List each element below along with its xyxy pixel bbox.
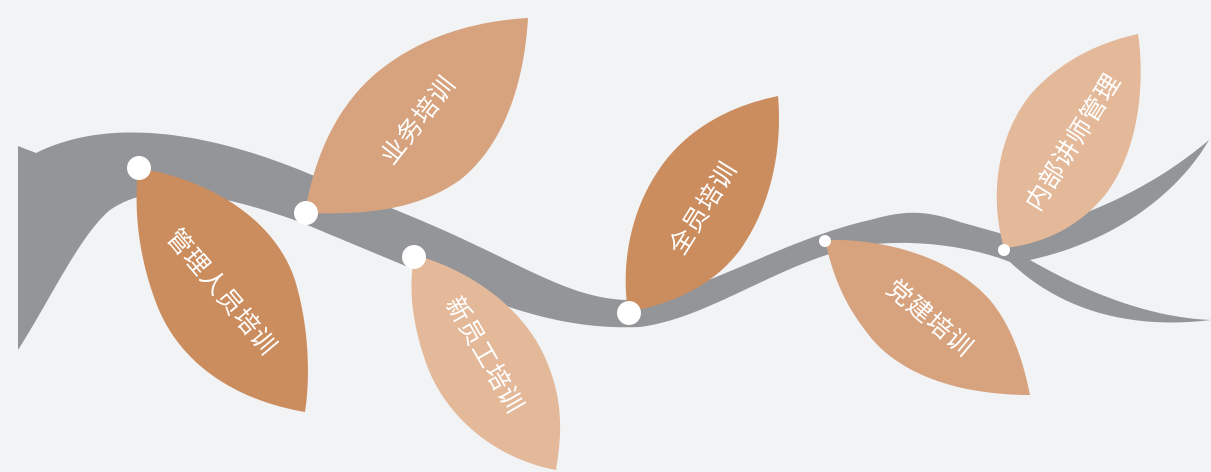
branch-node: [127, 156, 151, 180]
branch-node: [402, 245, 426, 269]
leaf-management-training[interactable]: 管理人员培训: [136, 168, 308, 412]
leaf-all-staff-training[interactable]: 全员培训: [625, 96, 780, 312]
branch-node: [617, 301, 641, 325]
leaf-party-building-training[interactable]: 党建培训: [825, 239, 1030, 395]
leaf-internal-lecturer-management[interactable]: 内部讲师管理: [996, 34, 1141, 248]
leaf-business-training[interactable]: 业务培训: [305, 18, 528, 214]
branch-node: [294, 201, 318, 225]
leaf-new-employee-training[interactable]: 新员工培训: [411, 255, 561, 470]
branch-node: [998, 244, 1010, 256]
branch-node: [819, 235, 831, 247]
